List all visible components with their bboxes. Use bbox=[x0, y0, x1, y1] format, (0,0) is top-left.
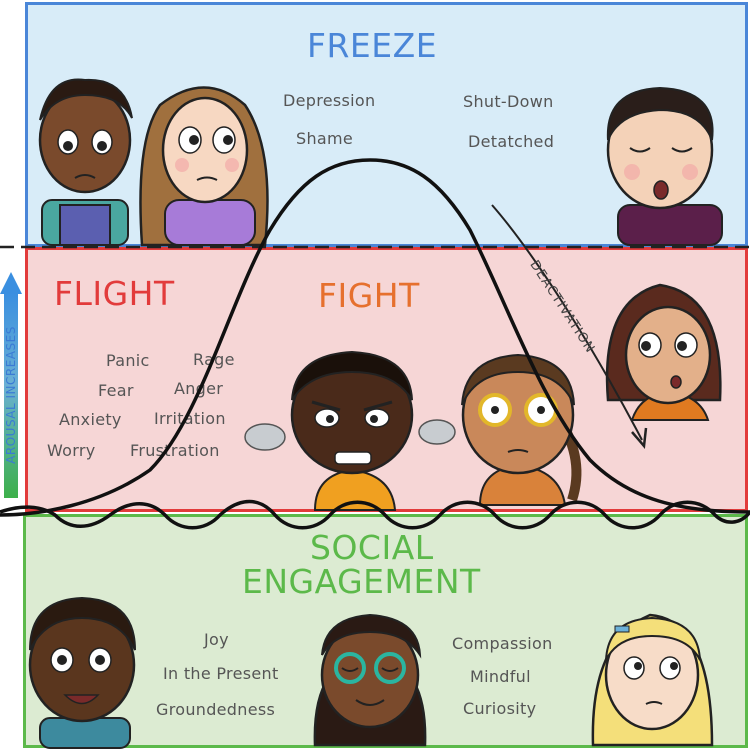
deactivation-arrowhead bbox=[631, 427, 648, 449]
curious-girl-illustration bbox=[591, 613, 714, 747]
social-word: Curiosity bbox=[463, 699, 537, 718]
arousal-bell-curve bbox=[0, 158, 750, 517]
arousal-arrow-bar bbox=[4, 292, 18, 498]
fight-word: Irritation bbox=[154, 409, 226, 428]
freeze-title: FREEZE bbox=[307, 26, 438, 65]
social-word: In the Present bbox=[163, 664, 279, 683]
freeze-word: Detatched bbox=[468, 132, 555, 151]
social-word: Groundedness bbox=[156, 700, 276, 719]
fight-title: FIGHT bbox=[318, 276, 420, 315]
flight-word: Panic bbox=[106, 351, 150, 370]
freeze-word: Shame bbox=[296, 129, 354, 148]
flight-title: FLIGHT bbox=[54, 274, 175, 313]
anxious-girl-illustration bbox=[605, 283, 722, 421]
shutdown-boy-illustration bbox=[606, 86, 723, 246]
freeze-word: Depression bbox=[283, 91, 376, 110]
happy-boy-illustration bbox=[28, 596, 136, 749]
arousal-arrow-icon bbox=[0, 272, 22, 294]
deactivation-arrow bbox=[491, 204, 643, 441]
social-word: Compassion bbox=[452, 634, 553, 653]
flight-word: Worry bbox=[47, 441, 96, 460]
freeze-word: Shut-Down bbox=[463, 92, 554, 111]
sad-boy-illustration bbox=[38, 78, 133, 246]
fight-word: Frustration bbox=[130, 441, 220, 460]
angry-boy-illustration bbox=[244, 350, 456, 511]
flight-word: Fear bbox=[98, 381, 134, 400]
worried-girl-illustration bbox=[139, 86, 269, 247]
calm-girl-illustration bbox=[313, 613, 427, 747]
social-word: Joy bbox=[204, 630, 229, 649]
social-title-line2: ENGAGEMENT bbox=[242, 562, 481, 601]
social-title-line1: SOCIAL bbox=[310, 528, 434, 567]
arousal-label: AROUSAL INCREASES bbox=[4, 326, 18, 464]
glasses-girl-illustration bbox=[461, 353, 582, 506]
window-of-tolerance-wave bbox=[0, 499, 750, 530]
flight-word: Anxiety bbox=[59, 410, 122, 429]
social-word: Mindful bbox=[470, 667, 531, 686]
